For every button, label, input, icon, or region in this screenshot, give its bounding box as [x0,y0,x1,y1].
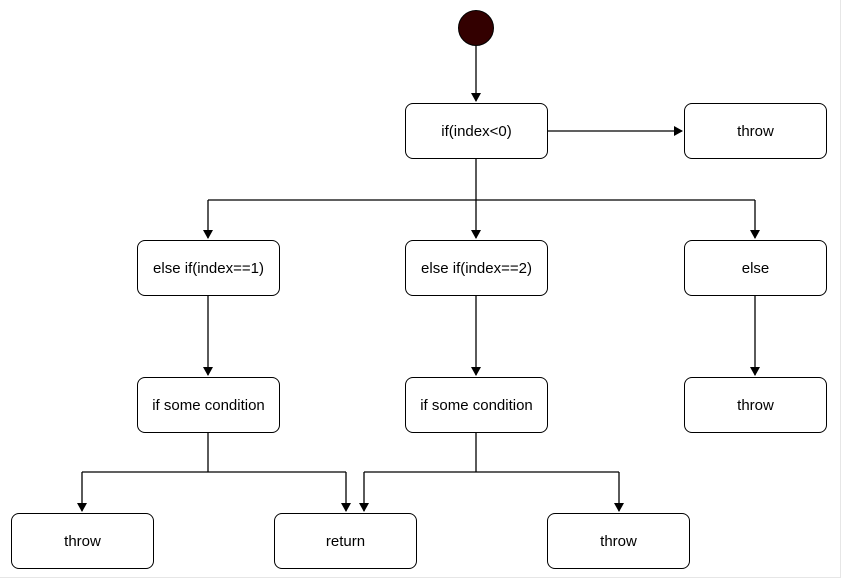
node-if-index-lt-0[interactable]: if(index<0) [405,103,548,159]
node-label: return [325,532,366,550]
node-throw-top[interactable]: throw [684,103,827,159]
node-condition-2[interactable]: if some condition [405,377,548,433]
start-node[interactable] [458,10,494,46]
node-else[interactable]: else [684,240,827,296]
node-label: else if(index==2) [421,259,532,277]
node-label: throw [64,532,101,550]
node-label: if some condition [420,396,533,414]
node-throw-left[interactable]: throw [11,513,154,569]
node-else-if-index-2[interactable]: else if(index==2) [405,240,548,296]
node-else-if-index-1[interactable]: else if(index==1) [137,240,280,296]
node-return[interactable]: return [274,513,417,569]
node-condition-1[interactable]: if some condition [137,377,280,433]
node-label: throw [737,122,774,140]
node-label: else [741,259,770,277]
node-throw-right[interactable]: throw [547,513,690,569]
node-label: else if(index==1) [153,259,264,277]
node-label: throw [737,396,774,414]
node-label: if some condition [152,396,265,414]
node-label: throw [600,532,637,550]
node-throw-else[interactable]: throw [684,377,827,433]
node-label: if(index<0) [441,122,512,140]
